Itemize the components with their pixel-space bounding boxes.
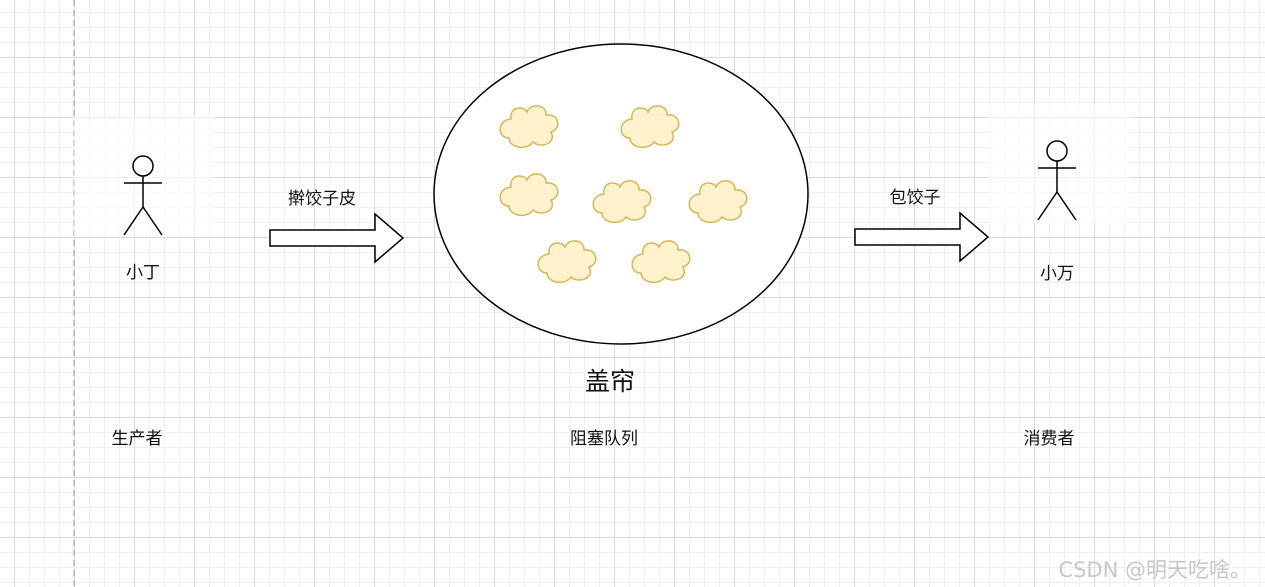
queue-to-consumer-arrow[interactable] [854, 211, 990, 263]
producer-actor[interactable] [74, 117, 214, 237]
consumer-actor-background [988, 103, 1130, 223]
producer-name: 小丁 [126, 263, 160, 283]
producer-actor-background [74, 117, 214, 237]
dumpling-cloud-icon [537, 240, 597, 284]
producer-to-queue-arrow[interactable] [269, 212, 405, 264]
dumpling-cloud-icon [499, 105, 559, 149]
person-icon [123, 155, 163, 236]
dumpling-cloud-icon [499, 173, 559, 217]
producer-action-label: 擀饺子皮 [288, 189, 356, 209]
queue-role-label: 阻塞队列 [570, 429, 638, 449]
producer-role-label: 生产者 [111, 429, 163, 449]
consumer-action-label: 包饺子 [889, 188, 941, 208]
dumpling-group [499, 105, 748, 284]
dumpling-cloud-icon [631, 240, 691, 284]
dumpling-cloud-icon [688, 180, 748, 224]
queue-name: 盖帘 [584, 367, 636, 396]
consumer-name: 小万 [1040, 264, 1074, 284]
dumpling-cloud-icon [592, 180, 652, 224]
person-icon [1037, 140, 1077, 221]
consumer-actor[interactable] [988, 103, 1130, 223]
watermark: CSDN @明天吃啥。 [1058, 558, 1251, 582]
consumer-role-label: 消费者 [1023, 429, 1075, 449]
dumpling-cloud-icon [620, 105, 680, 149]
